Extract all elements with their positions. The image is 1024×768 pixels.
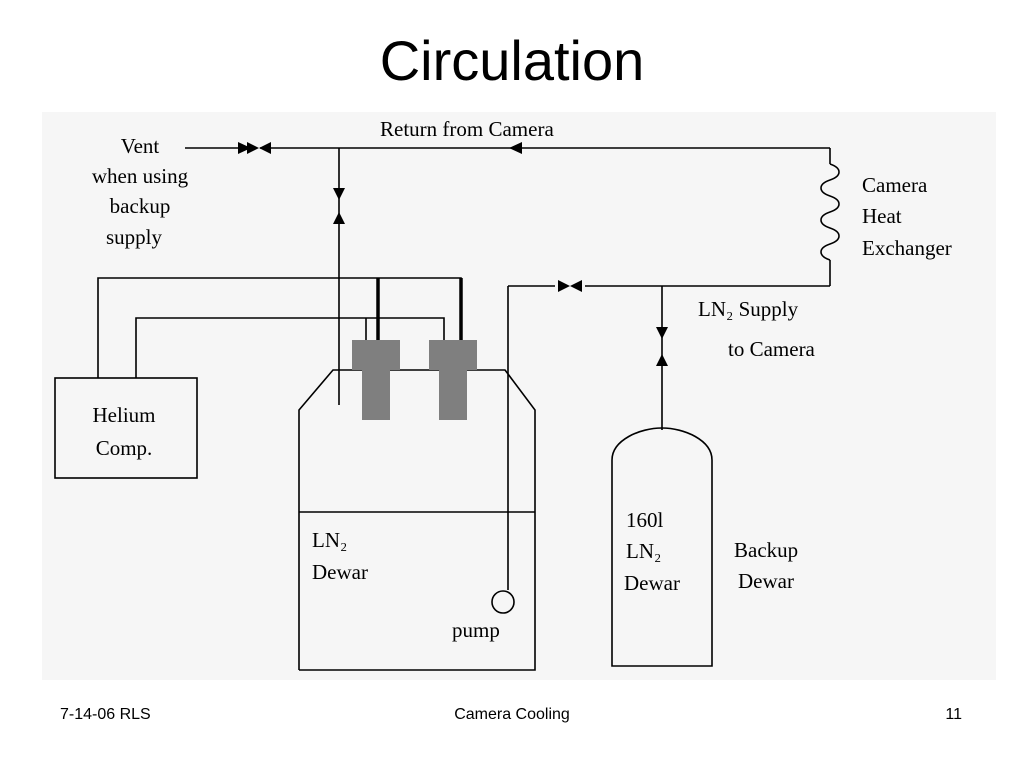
helium-line-inner <box>135 317 445 378</box>
helium-compressor-box <box>54 377 198 479</box>
vent-label-line4: supply <box>106 225 163 249</box>
return-flow-arrow <box>509 142 522 154</box>
backup-dewar-outline <box>611 427 713 667</box>
helium-label-line2: Comp. <box>96 436 153 460</box>
camera-label-line3: Exchanger <box>862 236 952 260</box>
return-up-arrow <box>333 212 345 224</box>
backup-tank-label-line1: 160l <box>626 508 664 532</box>
pump-label: pump <box>452 618 500 642</box>
backup-down-arrow <box>656 327 668 339</box>
footer-topic: Camera Cooling <box>454 706 570 723</box>
supply-valve-icon <box>558 280 582 292</box>
coldhead-left-body <box>362 370 390 420</box>
ln2-dewar-outline <box>298 369 536 671</box>
camera-label-line2: Heat <box>862 204 902 228</box>
helium-label-line1: Helium <box>93 403 156 427</box>
return-down-arrow <box>333 188 345 200</box>
supply-label-line1: LN₂ Supply <box>698 297 799 321</box>
pump-circle <box>491 590 515 614</box>
coldhead-right-cap <box>429 340 477 370</box>
vent-label-line1: Vent <box>121 134 160 158</box>
backup-dewar-label-line2: Dewar <box>738 569 794 593</box>
dewar-label-line1: LN₂ <box>312 528 347 552</box>
coldhead-right-body <box>439 370 467 420</box>
footer-page-number: 11 <box>945 706 962 723</box>
vent-arrow <box>238 142 251 154</box>
return-from-camera-label: Return from Camera <box>380 117 554 141</box>
diagram-panel <box>42 112 996 680</box>
vent-valve-icon <box>247 142 271 154</box>
backup-tank-label-line3: Dewar <box>624 571 680 595</box>
vent-label-line3: backup <box>110 194 171 218</box>
supply-label-line2: to Camera <box>728 337 816 361</box>
backup-dewar-label-line1: Backup <box>734 538 798 562</box>
camera-label-line1: Camera <box>862 173 928 197</box>
backup-tank-label-line2: LN₂ <box>626 539 661 563</box>
dewar-label-line2: Dewar <box>312 560 368 584</box>
footer-date-author: 7-14-06 RLS <box>60 706 151 723</box>
vent-label-line2: when using <box>92 164 189 188</box>
slide-title: Circulation <box>379 29 645 92</box>
heat-exchanger-coil <box>820 163 840 261</box>
backup-up-arrow <box>656 354 668 366</box>
coldhead-left-cap <box>352 340 400 370</box>
